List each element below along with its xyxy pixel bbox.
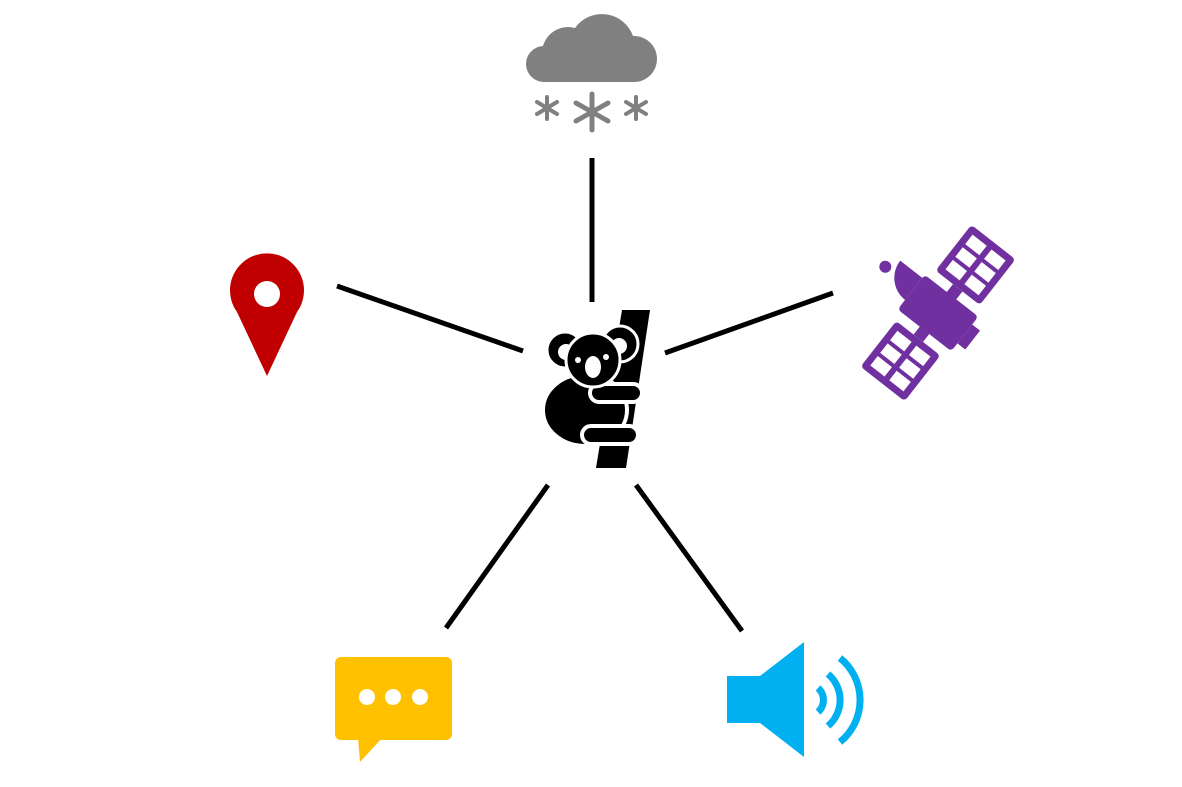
cloud-snow-icon [525, 14, 658, 133]
satellite-icon [862, 226, 1014, 400]
connector-right [664, 290, 834, 356]
connector-left [336, 283, 524, 354]
koala-icon [541, 310, 650, 468]
connector-bottom-right [633, 483, 745, 633]
speaker-volume-icon [727, 642, 864, 757]
connector-bottom-left [443, 483, 551, 630]
map-pin-icon [230, 253, 304, 376]
connectors [336, 158, 834, 633]
chat-bubble-icon [335, 657, 452, 762]
